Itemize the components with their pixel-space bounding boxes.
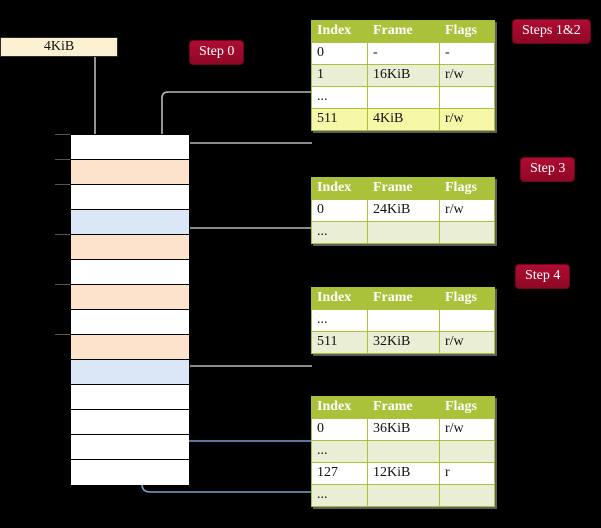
table-cell-flags [439, 484, 495, 507]
table-cell-index: ... [311, 309, 368, 332]
table-cell-frame [367, 440, 440, 463]
memory-frame-row [71, 360, 189, 385]
memory-frame-tick [55, 334, 70, 335]
memory-frame-row [71, 260, 189, 285]
table-cell-flags [439, 440, 495, 463]
memory-frame-row [71, 235, 189, 260]
memory-frame-row [71, 185, 189, 210]
table-header-frame: Frame [367, 287, 440, 310]
table-cell-flags: r/w [439, 418, 495, 441]
table-cell-flags: - [439, 42, 495, 65]
table-cell-frame: 32KiB [367, 331, 440, 354]
table-cell-frame: - [367, 42, 440, 65]
badge-step-4: Step 4 [516, 265, 570, 288]
memory-frame-row [71, 335, 189, 360]
memory-frame-row [71, 210, 189, 235]
table-row: ... [311, 309, 495, 332]
physical-memory-column [70, 134, 190, 485]
table-header-frame: Frame [367, 396, 440, 419]
table-cell-frame: 16KiB [367, 64, 440, 87]
table-cell-flags: r/w [439, 199, 495, 222]
badge-step-4-label: Step 4 [525, 268, 561, 283]
virtual-address-label: 4KiB [43, 39, 75, 54]
table-header-index: Index [311, 177, 368, 200]
wire-memory-to-table3 [175, 294, 312, 367]
badge-step-3-label: Step 3 [530, 161, 566, 176]
memory-frame-row [71, 385, 189, 410]
badge-step-3: Step 3 [521, 158, 575, 181]
table-cell-frame [367, 484, 440, 507]
memory-frame-row [71, 435, 189, 460]
table-cell-index: 511 [311, 331, 368, 354]
table-cell-index: 0 [311, 199, 368, 222]
table-cell-flags: r/w [439, 331, 495, 354]
table-header-flags: Flags [439, 20, 495, 43]
memory-frame-row [71, 310, 189, 335]
table-cell-flags [439, 86, 495, 109]
table-header-flags: Flags [439, 396, 495, 419]
memory-frame-tick [55, 284, 70, 285]
table-header-index: Index [311, 287, 368, 310]
badge-step-0: Step 0 [190, 41, 244, 64]
table-cell-frame [367, 86, 440, 109]
table-header-frame: Frame [367, 177, 440, 200]
table-cell-index: ... [311, 484, 368, 507]
memory-frame-tick [55, 159, 70, 160]
memory-frame-tick [55, 184, 70, 185]
table-cell-flags [439, 221, 495, 244]
table-cell-flags: r/w [439, 108, 495, 131]
table-cell-index: ... [311, 440, 368, 463]
table-row: ... [311, 484, 495, 507]
table-cell-index: 0 [311, 42, 368, 65]
table-cell-frame: 12KiB [367, 462, 440, 485]
table-cell-index: 1 [311, 64, 368, 87]
memory-frame-row [71, 285, 189, 310]
memory-frame-row [71, 160, 189, 185]
table-row: ... [311, 440, 495, 463]
table-cell-frame: 4KiB [367, 108, 440, 131]
badge-steps-1-2: Steps 1&2 [513, 20, 590, 43]
virtual-address-box: 4KiB [0, 37, 118, 57]
memory-frame-row [71, 410, 189, 435]
table-cell-frame [367, 221, 440, 244]
table-cell-frame [367, 309, 440, 332]
table-cell-frame: 36KiB [367, 418, 440, 441]
table-cell-index: 511 [311, 108, 368, 131]
table-header-index: Index [311, 20, 368, 43]
badge-step-0-label: Step 0 [199, 44, 235, 59]
table-cell-flags: r/w [439, 64, 495, 87]
table-cell-flags [439, 309, 495, 332]
table-header-flags: Flags [439, 177, 495, 200]
table-cell-index: ... [311, 86, 368, 109]
table-row: 0-- [311, 42, 495, 65]
memory-frame-row [71, 135, 189, 160]
wire-table2-to-memory [181, 227, 312, 266]
table-header-frame: Frame [367, 20, 440, 43]
table-cell-flags: r [439, 462, 495, 485]
table-header-index: Index [311, 396, 368, 419]
table-cell-index: 0 [311, 418, 368, 441]
table-cell-index: 127 [311, 462, 368, 485]
memory-frame-row [71, 460, 189, 485]
table-cell-frame: 24KiB [367, 199, 440, 222]
memory-frame-tick [55, 134, 70, 135]
table-row: ... [311, 221, 495, 244]
badge-steps-1-2-label: Steps 1&2 [522, 23, 581, 38]
table-cell-index: ... [311, 221, 368, 244]
table-row: ... [311, 86, 495, 109]
table-header-flags: Flags [439, 287, 495, 310]
memory-frame-tick [55, 234, 70, 235]
